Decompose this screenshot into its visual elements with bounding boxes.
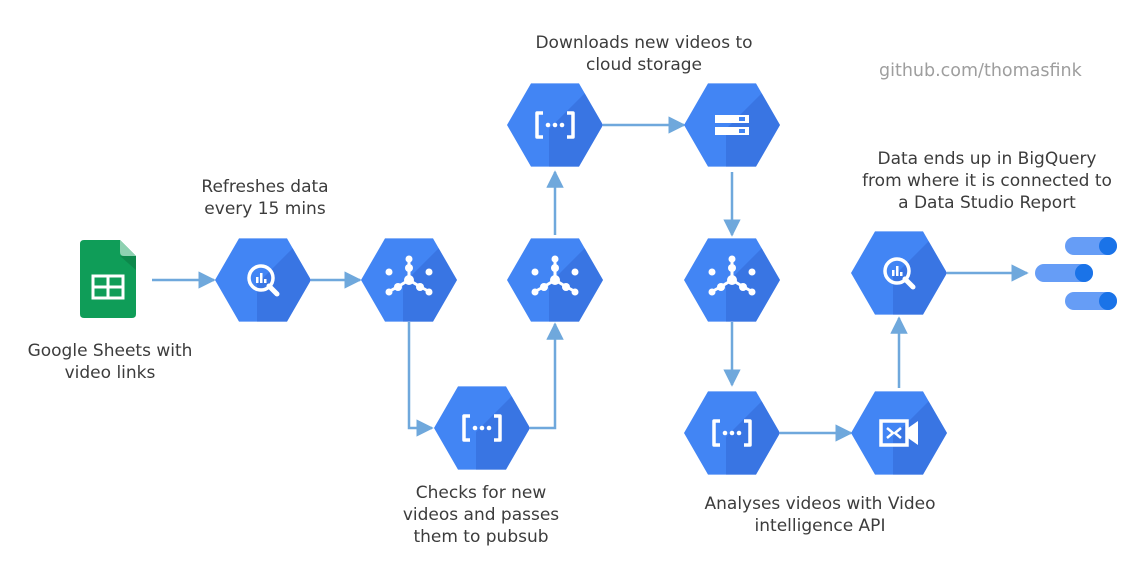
label-line: every 15 mins — [204, 199, 326, 219]
cloud-function-check-node — [434, 386, 530, 470]
label-line: Downloads new videos to — [535, 33, 753, 53]
connectors — [152, 116, 1029, 442]
label-refresh: Refreshes data every 15 mins — [155, 176, 375, 220]
label-line: videos and passes — [402, 505, 560, 525]
label-line: intelligence API — [754, 516, 886, 536]
cloud-storage-node — [684, 83, 780, 167]
label-line: Checks for new — [415, 483, 547, 503]
watermark-text: github.com/thomasfink — [879, 61, 1082, 81]
label-line: Google Sheets with — [27, 341, 193, 361]
connector-arrow — [407, 322, 434, 437]
nodes — [80, 83, 1117, 475]
video-intelligence-icon — [879, 419, 918, 447]
hexagon-shadow — [726, 83, 780, 167]
label-checks: Checks for new videos and passes them to… — [371, 482, 591, 548]
data-studio-icon — [1035, 237, 1117, 310]
cloud-storage-icon — [715, 115, 749, 135]
label-line: cloud storage — [585, 55, 703, 75]
hexagon-shadow — [893, 391, 947, 475]
pubsub-3-node — [684, 238, 780, 322]
label-line: Data ends up in BigQuery — [877, 149, 1097, 169]
scheduled-query-node — [215, 238, 311, 322]
label-google-sheets: Google Sheets with video links — [0, 340, 220, 384]
google-sheets-node — [80, 240, 136, 318]
label-line: them to pubsub — [413, 527, 549, 547]
pubsub-icon — [531, 255, 579, 296]
cloud-functions-icon — [535, 111, 575, 139]
pubsub-1-node — [361, 238, 457, 322]
cloud-function-analyse-node — [684, 391, 780, 475]
video-intelligence-node — [851, 391, 947, 475]
pubsub-icon — [708, 255, 756, 296]
cloud-function-download-node — [507, 83, 603, 167]
label-line: Analyses videos with Video — [704, 494, 936, 514]
data-studio-node — [1035, 237, 1117, 310]
cloud-functions-icon — [712, 419, 752, 447]
connector-arrow — [530, 322, 564, 430]
label-line: video links — [64, 363, 156, 383]
pubsub-2-node — [507, 238, 603, 322]
pubsub-icon — [385, 255, 433, 296]
bigquery-icon — [247, 264, 280, 297]
label-video-api: Analyses videos with Video intelligence … — [670, 493, 970, 537]
bigquery-node — [851, 231, 947, 315]
label-line: Refreshes data — [201, 177, 329, 197]
label-bigquery: Data ends up in BigQuery from where it i… — [832, 148, 1141, 214]
label-line: a Data Studio Report — [898, 193, 1076, 213]
cloud-functions-icon — [462, 414, 502, 442]
label-downloads: Downloads new videos to cloud storage — [494, 32, 794, 76]
bigquery-icon — [883, 257, 916, 290]
label-line: from where it is connected to — [862, 171, 1112, 191]
google-sheets-icon — [80, 240, 136, 318]
